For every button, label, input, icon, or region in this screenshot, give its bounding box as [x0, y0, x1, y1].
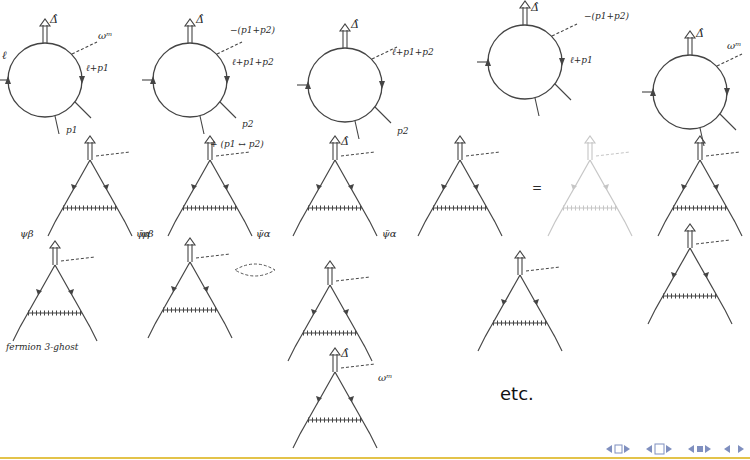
triangle-sketch [148, 238, 232, 338]
bottom-rule [0, 457, 750, 459]
handwritten-label: Δ̂ [696, 28, 704, 40]
handwritten-label: ωᵐ [727, 40, 741, 51]
triangle-sketch [13, 241, 97, 341]
handwritten-label: ℓ [2, 50, 7, 62]
faded-sketch [548, 136, 632, 236]
handwritten-label: ωᵐ [378, 372, 392, 383]
handwritten-label: Δ̂ [531, 2, 539, 14]
handwritten-label: ωᵐ [98, 30, 112, 41]
handwritten-label: ψβ [20, 228, 34, 239]
handwritten-label: −(p1+p2) [584, 12, 629, 22]
handwritten-label: ℓ+p1+p2 [392, 48, 434, 58]
triangle-sketch [658, 136, 742, 236]
handwritten-label: Δ̂ [196, 14, 204, 26]
handwritten-label: + (p1 ↔ p2) [210, 140, 264, 150]
triangle-sketch [478, 251, 562, 351]
handwritten-label: ψ̄α [256, 228, 271, 239]
triangle-sketch [293, 136, 377, 236]
loop-sketch [642, 31, 742, 146]
handwritten-label: Δ̂ [351, 19, 359, 31]
handwritten-label: ψβ [140, 228, 154, 239]
loop-sketch [297, 24, 397, 139]
triangle-sketch [293, 348, 377, 448]
handwritten-label: Δ̂ [341, 136, 349, 148]
handwritten-label: ℓ+p1 [86, 64, 109, 74]
handwritten-label: Δ̂ [341, 348, 349, 360]
handwritten-label: ℓ+p1+p2 [232, 58, 274, 68]
handwritten-label: Δ̂ [50, 14, 58, 26]
handwritten-label: = [532, 182, 542, 195]
ghost-loop [235, 264, 275, 276]
triangle-sketch [288, 261, 372, 361]
loop-sketch [477, 1, 577, 116]
nav-icons [606, 444, 744, 454]
handwritten-label: −(p1+p2) [230, 26, 275, 36]
handwritten-label: ℓ+p1 [570, 56, 593, 66]
triangle-sketch [418, 136, 502, 236]
handwritten-label: p1 [66, 126, 78, 136]
triangle-sketch [48, 136, 132, 236]
handwritten-label: p2 [242, 120, 254, 130]
etc-note: etc. [500, 384, 534, 404]
loop-sketch [142, 19, 242, 134]
handwritten-label: fermion 3-ghost [6, 343, 78, 353]
handwritten-label: p2 [397, 127, 409, 137]
loop-sketch [0, 19, 97, 134]
triangle-sketch [168, 136, 252, 236]
triangle-sketch [648, 224, 732, 324]
handwritten-label: ψ̄α [382, 228, 397, 239]
